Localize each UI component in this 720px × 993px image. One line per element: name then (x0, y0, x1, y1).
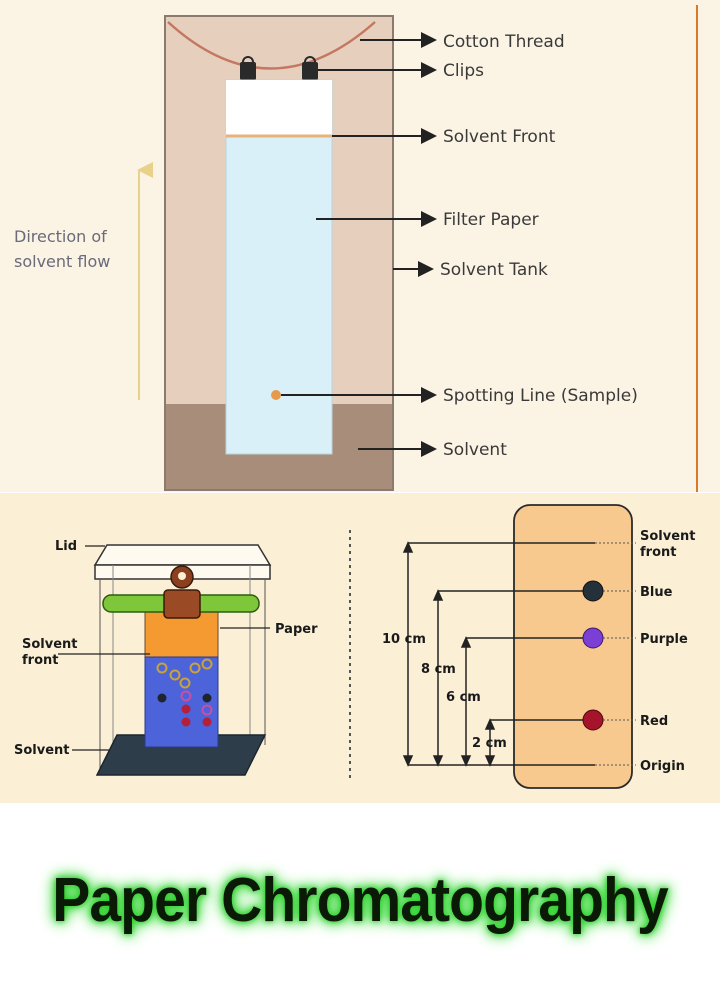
sample-dot (271, 390, 281, 400)
purple-label: Purple (640, 632, 688, 647)
origin-label: Origin (640, 759, 685, 774)
direction-label-line1: Direction of (14, 227, 107, 246)
rf-solvent-front-label-2: front (640, 545, 676, 560)
paper-bottom (144, 656, 219, 748)
purple-spot (582, 627, 604, 649)
solvent-tank-label: Solvent Tank (440, 260, 548, 280)
blue-label: Blue (640, 585, 673, 600)
solvent-base (95, 734, 267, 776)
paper-spots (156, 658, 213, 727)
spotting-line-label: Spotting Line (Sample) (443, 386, 638, 406)
filter-paper-top (226, 80, 332, 136)
direction-label-line2: solvent flow (14, 252, 110, 271)
clips-label: Clips (443, 61, 484, 81)
lid-label: Lid (55, 539, 77, 554)
distance-2cm: 2 cm (472, 736, 507, 751)
cotton-thread (167, 21, 376, 70)
distance-8cm: 8 cm (421, 662, 456, 677)
cotton-thread-label: Cotton Thread (443, 32, 565, 52)
solvent-base-label: Solvent (14, 743, 70, 758)
rf-solvent-front-label-1: Solvent (640, 529, 696, 544)
tank-diagram: Direction of solvent flow Cotton Thread … (0, 0, 720, 492)
filter-paper-label: Filter Paper (443, 210, 539, 230)
red-spot (582, 709, 604, 731)
rf-diagram: 10 cm 8 cm 6 cm 2 cm Solvent front Blue … (382, 504, 696, 789)
solvent-label: Solvent (443, 440, 507, 460)
solvent-front-label: Solvent Front (443, 127, 556, 147)
lid-top (93, 544, 272, 566)
blue-spot (582, 580, 604, 602)
solvent-front-label-2: front (22, 653, 58, 668)
apparatus-diagram: Lid Paper Solvent front Solvent (14, 539, 318, 776)
clips (240, 56, 318, 80)
solvent-front-label-1: Solvent (22, 637, 78, 652)
paper-label: Paper (275, 622, 318, 637)
distance-10cm: 10 cm (382, 632, 426, 647)
page-title: Paper Chromatography (52, 865, 668, 935)
chromatogram-strip (513, 504, 633, 789)
distance-6cm: 6 cm (446, 690, 481, 705)
red-label: Red (640, 714, 668, 729)
paper-clip (163, 565, 201, 619)
